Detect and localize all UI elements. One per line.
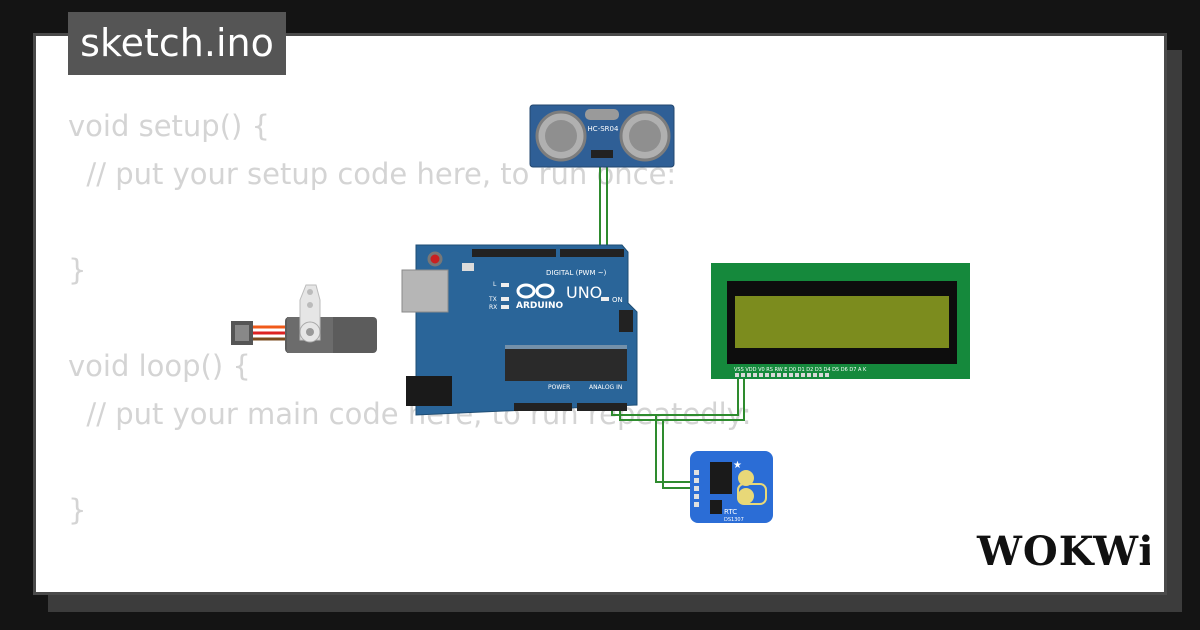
lcd-pin-row — [735, 373, 829, 377]
arduino-brand: ARDUINO — [516, 301, 564, 311]
file-tab[interactable]: sketch.ino — [68, 12, 286, 75]
code-line: } — [68, 253, 87, 287]
arduino-logo-icon — [516, 283, 555, 299]
code-line: void setup() { — [68, 109, 270, 143]
analog-label: ANALOG IN — [589, 384, 622, 391]
on-label: ON — [612, 296, 623, 304]
ultrasonic-sensor[interactable]: HC-SR04 — [529, 104, 675, 168]
lcd-pin-labels: VSS VDD V0 RS RW E D0 D1 D2 D3 D4 D5 D6 … — [734, 367, 867, 373]
lcd-screen — [735, 296, 949, 348]
wire-rtc-b — [662, 420, 694, 489]
power-header — [514, 403, 572, 411]
digital-label: DIGITAL (PWM ~) — [546, 269, 607, 277]
wires — [599, 165, 745, 489]
l-label: L — [493, 281, 497, 288]
rtc-module[interactable]: RTC DS1307 ★ — [690, 451, 773, 523]
arduino-model: UNO — [566, 283, 602, 302]
servo-motor[interactable] — [231, 284, 377, 353]
tx-label: TX — [488, 296, 497, 303]
arduino-uno[interactable]: DIGITAL (PWM ~) ARDUINO UNO ON TX RX L P… — [401, 244, 638, 416]
wokwi-logo: WOKWi — [975, 525, 1154, 579]
power-label: POWER — [548, 384, 570, 391]
mcu-chip — [505, 349, 627, 381]
code-line: void loop() { — [68, 349, 251, 383]
star-icon: ★ — [733, 460, 742, 471]
analog-header — [577, 403, 627, 411]
rx-label: RX — [489, 304, 497, 311]
lcd-display[interactable]: VSS VDD V0 RS RW E D0 D1 D2 D3 D4 D5 D6 … — [711, 263, 970, 379]
wokwi-logo-text: WOKWi — [976, 528, 1150, 575]
wire-rtc-a — [655, 415, 694, 483]
rtc-label: RTC — [724, 508, 737, 516]
wire-lcd-b — [619, 376, 745, 421]
code-line: } — [68, 493, 87, 527]
sensor-label: HC-SR04 — [588, 125, 619, 133]
rtc-chip: DS1307 — [724, 517, 744, 523]
digital-header — [472, 249, 556, 257]
